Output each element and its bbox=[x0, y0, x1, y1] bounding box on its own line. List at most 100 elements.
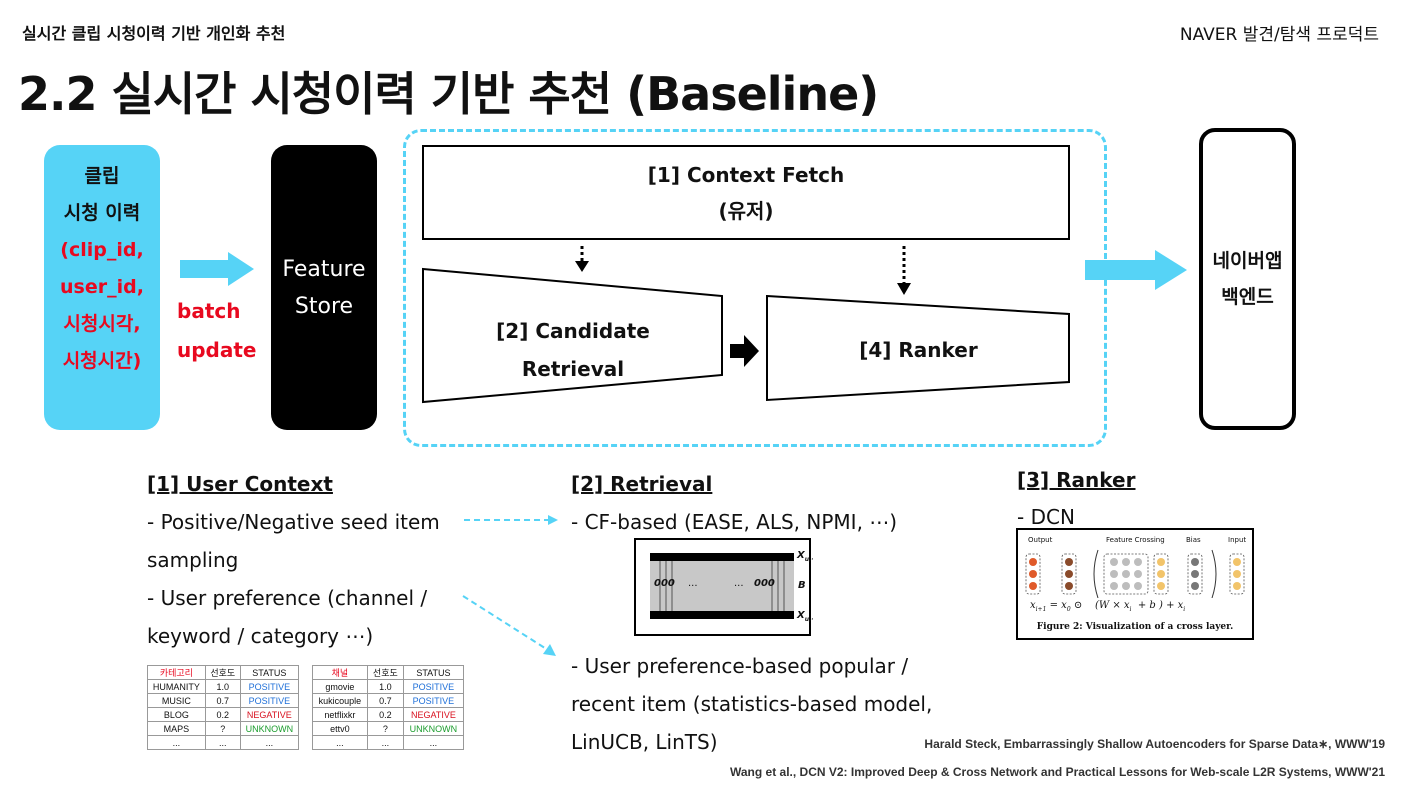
slide-title: 2.2 실시간 시청이력 기반 추천 (Baseline) bbox=[18, 67, 879, 121]
clip-box-field: 시청시간) bbox=[62, 350, 142, 372]
backend-line2: 백엔드 bbox=[1221, 286, 1274, 308]
table-header: 채널 bbox=[312, 665, 368, 680]
ease-matrix-figure: 000 ... ... 000 Xu,· B Xu,· bbox=[634, 538, 814, 636]
matrix-label-top: Xu,· bbox=[797, 550, 814, 563]
matrix-right-digits: 000 bbox=[754, 578, 775, 589]
dcn-label: Output bbox=[1028, 536, 1053, 544]
list-item: sampling bbox=[147, 548, 239, 572]
dcn-label: Bias bbox=[1186, 536, 1201, 544]
arrow-right-icon bbox=[730, 335, 759, 367]
table-cell: 0.7 bbox=[204, 693, 241, 708]
list-item: - User preference-based popular / bbox=[571, 654, 909, 678]
table-cell: ... bbox=[239, 735, 300, 750]
candidate-retrieval-shape bbox=[422, 267, 723, 404]
list-item: keyword / category ⋯) bbox=[147, 624, 374, 648]
dashed-arrow-diagonal-icon bbox=[462, 595, 556, 656]
table-row: ......... bbox=[147, 735, 300, 750]
user-context-title: [1] User Context bbox=[147, 472, 333, 496]
dcn-cross-graphic bbox=[1025, 549, 1245, 598]
table-header: STATUS bbox=[239, 665, 300, 680]
table-header: STATUS bbox=[402, 665, 465, 680]
matrix-dots: ... bbox=[734, 578, 744, 589]
context-fetch-line1: [1] Context Fetch bbox=[647, 163, 845, 187]
table-cell: 0.2 bbox=[366, 707, 404, 722]
dcn-cross-layer-figure: Output Feature Crossing Bias Input xi+1 … bbox=[1016, 528, 1254, 640]
batch-line2: update bbox=[177, 338, 257, 362]
list-item: - Positive/Negative seed item bbox=[147, 510, 440, 534]
table-row: ettv0?UNKNOWN bbox=[312, 721, 465, 736]
ranker-label: [4] Ranker bbox=[859, 338, 978, 362]
reference-ease: Harald Steck, Embarrassingly Shallow Aut… bbox=[924, 737, 1385, 751]
status-badge: POSITIVE bbox=[239, 693, 300, 708]
table-cell: ... bbox=[147, 735, 206, 750]
dcn-equation: xi+1 = x0 ⊙ (W × xi + b ) + xi bbox=[1030, 600, 1186, 613]
ranker-dcn-item: - DCN bbox=[1017, 505, 1075, 529]
naver-app-backend-box: 네이버앱 백엔드 bbox=[1199, 128, 1296, 430]
dcn-caption: Figure 2: Visualization of a cross layer… bbox=[1036, 622, 1234, 632]
table-row: MAPS?UNKNOWN bbox=[147, 721, 300, 736]
reference-dcn: Wang et al., DCN V2: Improved Deep & Cro… bbox=[729, 765, 1385, 779]
batch-update-label: batch update bbox=[177, 292, 257, 370]
status-badge: POSITIVE bbox=[239, 679, 300, 694]
status-badge: NEGATIVE bbox=[239, 707, 300, 722]
table-cell: kukicouple bbox=[312, 693, 368, 708]
table-cell: ... bbox=[312, 735, 368, 750]
status-badge: POSITIVE bbox=[402, 679, 465, 694]
table-cell: netflixkr bbox=[312, 707, 368, 722]
context-fetch-line2: (유저) bbox=[718, 199, 774, 223]
list-item: LinUCB, LinTS) bbox=[571, 730, 718, 754]
context-fetch-box: [1] Context Fetch (유저) bbox=[422, 145, 1070, 240]
table-cell: ettv0 bbox=[312, 721, 368, 736]
ranker-shape bbox=[766, 294, 1070, 402]
dashed-arrow-right-icon bbox=[464, 515, 558, 525]
status-badge: POSITIVE bbox=[402, 693, 465, 708]
dotted-arrow-down-icon bbox=[897, 246, 911, 295]
header-left: 실시간 클립 시청이력 기반 개인화 추천 bbox=[22, 24, 286, 43]
matrix-label-mid: B bbox=[798, 580, 806, 591]
backend-line1: 네이버앱 bbox=[1212, 250, 1283, 272]
table-cell: ... bbox=[204, 735, 241, 750]
table-cell: 0.2 bbox=[204, 707, 241, 722]
feature-store-line1: Feature bbox=[282, 256, 366, 282]
candidate-line2: Retrieval bbox=[521, 357, 625, 381]
retrieval-popular-item: - User preference-based popular / recent… bbox=[571, 647, 932, 761]
feature-store-line2: Store bbox=[294, 293, 354, 319]
table-cell: 0.7 bbox=[366, 693, 404, 708]
table-cell: BLOG bbox=[147, 707, 206, 722]
list-item: - User preference (channel / bbox=[147, 586, 428, 610]
clip-box-line2: 시청 이력 bbox=[63, 202, 141, 224]
batch-line1: batch bbox=[177, 299, 241, 323]
table-cell: ... bbox=[402, 735, 465, 750]
table-header: 선호도 bbox=[366, 665, 404, 680]
clip-box-field: user_id, bbox=[60, 276, 144, 298]
status-badge: NEGATIVE bbox=[402, 707, 465, 722]
user-context-list: - Positive/Negative seed item sampling -… bbox=[147, 503, 440, 655]
dcn-label: Input bbox=[1228, 536, 1247, 544]
table-row: ......... bbox=[312, 735, 465, 750]
table-header: 카테고리 bbox=[147, 665, 206, 680]
clip-box-field: (clip_id, bbox=[60, 239, 144, 261]
candidate-retrieval-label: [2] Candidate Retrieval bbox=[421, 312, 725, 388]
table-cell: HUMANITY bbox=[147, 679, 206, 694]
serving-boundary bbox=[403, 129, 1107, 447]
table-cell: ? bbox=[366, 721, 404, 736]
matrix-dots: ... bbox=[688, 578, 698, 589]
table-cell: ... bbox=[366, 735, 404, 750]
ranker-section-title: [3] Ranker bbox=[1017, 468, 1136, 492]
table-header: 선호도 bbox=[204, 665, 241, 680]
table-cell: 1.0 bbox=[366, 679, 404, 694]
table-cell: gmovie bbox=[312, 679, 368, 694]
candidate-line1: [2] Candidate bbox=[496, 319, 650, 343]
feature-store-box: Feature Store bbox=[271, 145, 377, 430]
list-item: recent item (statistics-based model, bbox=[571, 692, 933, 716]
table-cell: MUSIC bbox=[147, 693, 206, 708]
status-badge: UNKNOWN bbox=[402, 721, 465, 736]
table-cell: ? bbox=[204, 721, 241, 736]
clip-box-field: 시청시각, bbox=[63, 313, 141, 335]
